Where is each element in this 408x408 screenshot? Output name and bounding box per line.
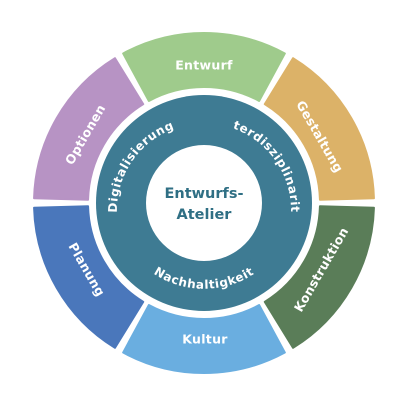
- outer-segment-entwurf: [122, 31, 286, 102]
- outer-ring: [33, 31, 375, 375]
- outer-label-kultur: Kultur: [182, 332, 228, 347]
- outer-segment-kultur: [122, 304, 286, 375]
- center-label-line-2: Atelier: [177, 207, 233, 223]
- outer-label-entwurf: Entwurf: [175, 58, 233, 73]
- center-label-line-1: Entwurfs-: [165, 186, 244, 202]
- outer-segment-gestaltung: [263, 57, 375, 201]
- outer-segment-optionen: [33, 57, 145, 201]
- center-circle: [146, 145, 262, 261]
- outer-segment-konstruktion: [263, 205, 375, 349]
- outer-segment-planung: [33, 205, 145, 349]
